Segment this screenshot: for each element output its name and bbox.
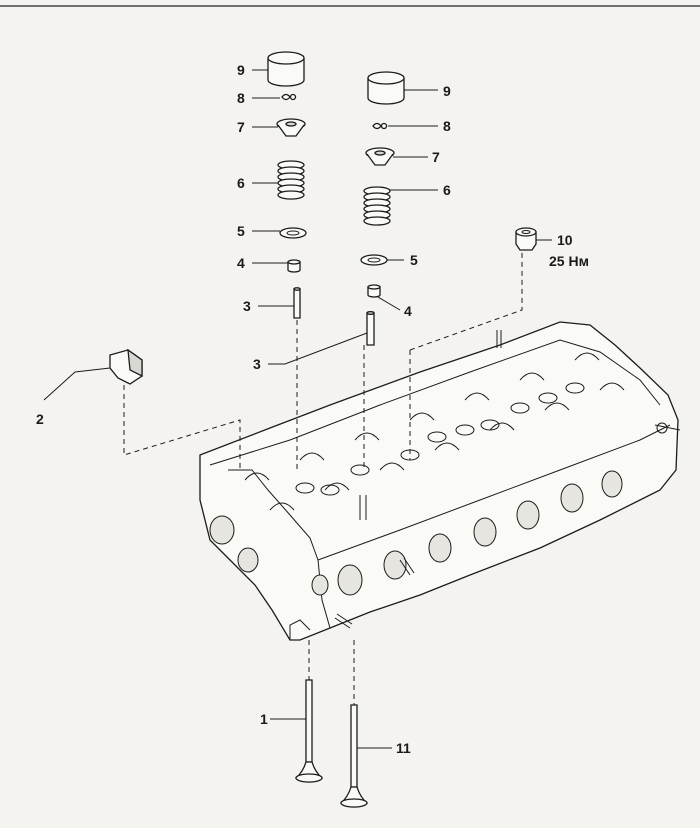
- spring-retainer-right: [365, 147, 395, 166]
- callout-7-left: 7: [237, 119, 245, 135]
- torque-spec-10: 25 Нм: [549, 253, 589, 269]
- callout-4-left: 4: [237, 255, 245, 271]
- cylinder-head: [199, 321, 681, 641]
- callout-8-left: 8: [237, 90, 245, 106]
- spring-seat-washer-right: [360, 254, 388, 266]
- valve-keepers-right: [372, 122, 388, 130]
- valve-spring-right: [363, 186, 391, 226]
- callout-4-right: 4: [404, 303, 412, 319]
- callout-3-left: 3: [243, 298, 251, 314]
- callout-8-right: 8: [443, 118, 451, 134]
- assembly-lines: [123, 252, 523, 705]
- valve-stem-seal-left: [287, 259, 301, 273]
- callout-6-left: 6: [237, 175, 245, 191]
- callout-9-left: 9: [237, 62, 245, 78]
- spring-retainer-left: [276, 118, 306, 137]
- tappet-left: [267, 51, 305, 87]
- callout-11: 11: [396, 740, 411, 756]
- callout-10: 10: [557, 232, 573, 248]
- valve-keepers-left: [281, 93, 297, 101]
- valve-exhaust: [339, 704, 369, 808]
- valve-stem-seal-right: [367, 284, 381, 298]
- callout-1: 1: [260, 711, 268, 727]
- leader-lines: [43, 69, 552, 749]
- valve-stack-left: [267, 51, 307, 319]
- callout-9-right: 9: [443, 83, 451, 99]
- callout-5-right: 5: [410, 252, 418, 268]
- tappet-right: [367, 71, 405, 105]
- valve-guide-right: [366, 311, 375, 346]
- callout-2: 2: [36, 411, 44, 427]
- callout-5-left: 5: [237, 223, 245, 239]
- valve-spring-left: [277, 160, 305, 200]
- callout-7-right: 7: [432, 149, 440, 165]
- valve-intake: [294, 679, 324, 783]
- valve-guide-left: [293, 287, 301, 319]
- bracket: [109, 348, 143, 385]
- spring-seat-washer-left: [279, 227, 307, 239]
- sealing-plug: [515, 227, 537, 251]
- callout-labels: 9 9 8 8 7 7 6 6 5 5 4 4 3 3 2 10 25 Нм 1…: [36, 62, 589, 756]
- callout-6-right: 6: [443, 182, 451, 198]
- valve-stack-right: [360, 71, 405, 346]
- callout-3-right: 3: [253, 356, 261, 372]
